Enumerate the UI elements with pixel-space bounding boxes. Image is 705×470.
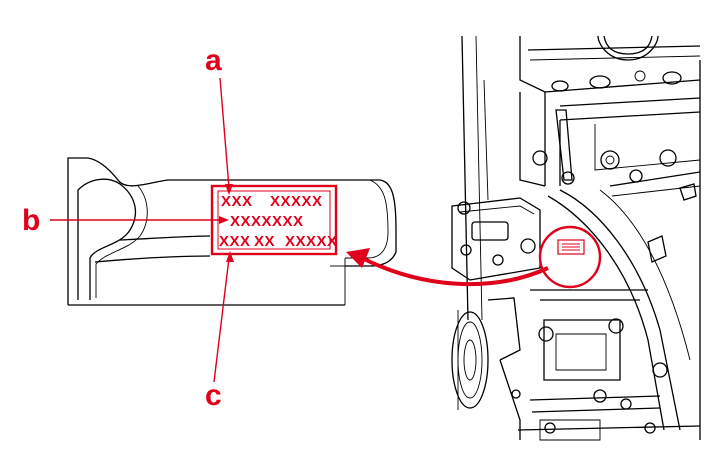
pointer-arrow-head [346, 248, 370, 268]
location-stamp-mini [557, 239, 585, 255]
code-row1-right: XXXXX [270, 193, 323, 210]
pointer-arrow-curve [361, 256, 549, 287]
location-highlight-circle [538, 225, 602, 289]
code-row3-mid: XX [254, 233, 275, 250]
code-row2: XXXXXXX [230, 213, 304, 230]
callout-a: a [205, 44, 222, 77]
leader-line-a [219, 77, 230, 189]
leader-arrow-c [226, 251, 234, 262]
code-row1-left: XXX [221, 193, 253, 210]
engine-block-drawing [451, 35, 701, 441]
leader-arrow-a [225, 184, 233, 195]
leader-line-c [213, 257, 230, 383]
location-stamp-mini-marks [562, 243, 580, 251]
code-row3-left: XXX [219, 233, 251, 250]
code-row3-right: XXXXX [285, 233, 338, 250]
callout-c: c [205, 379, 222, 412]
detail-view: XXX XXXXX XXXXXXX XXX XX XXXXX a b c [22, 44, 397, 412]
callout-b: b [22, 204, 40, 237]
leader-arrow-b [219, 216, 229, 224]
